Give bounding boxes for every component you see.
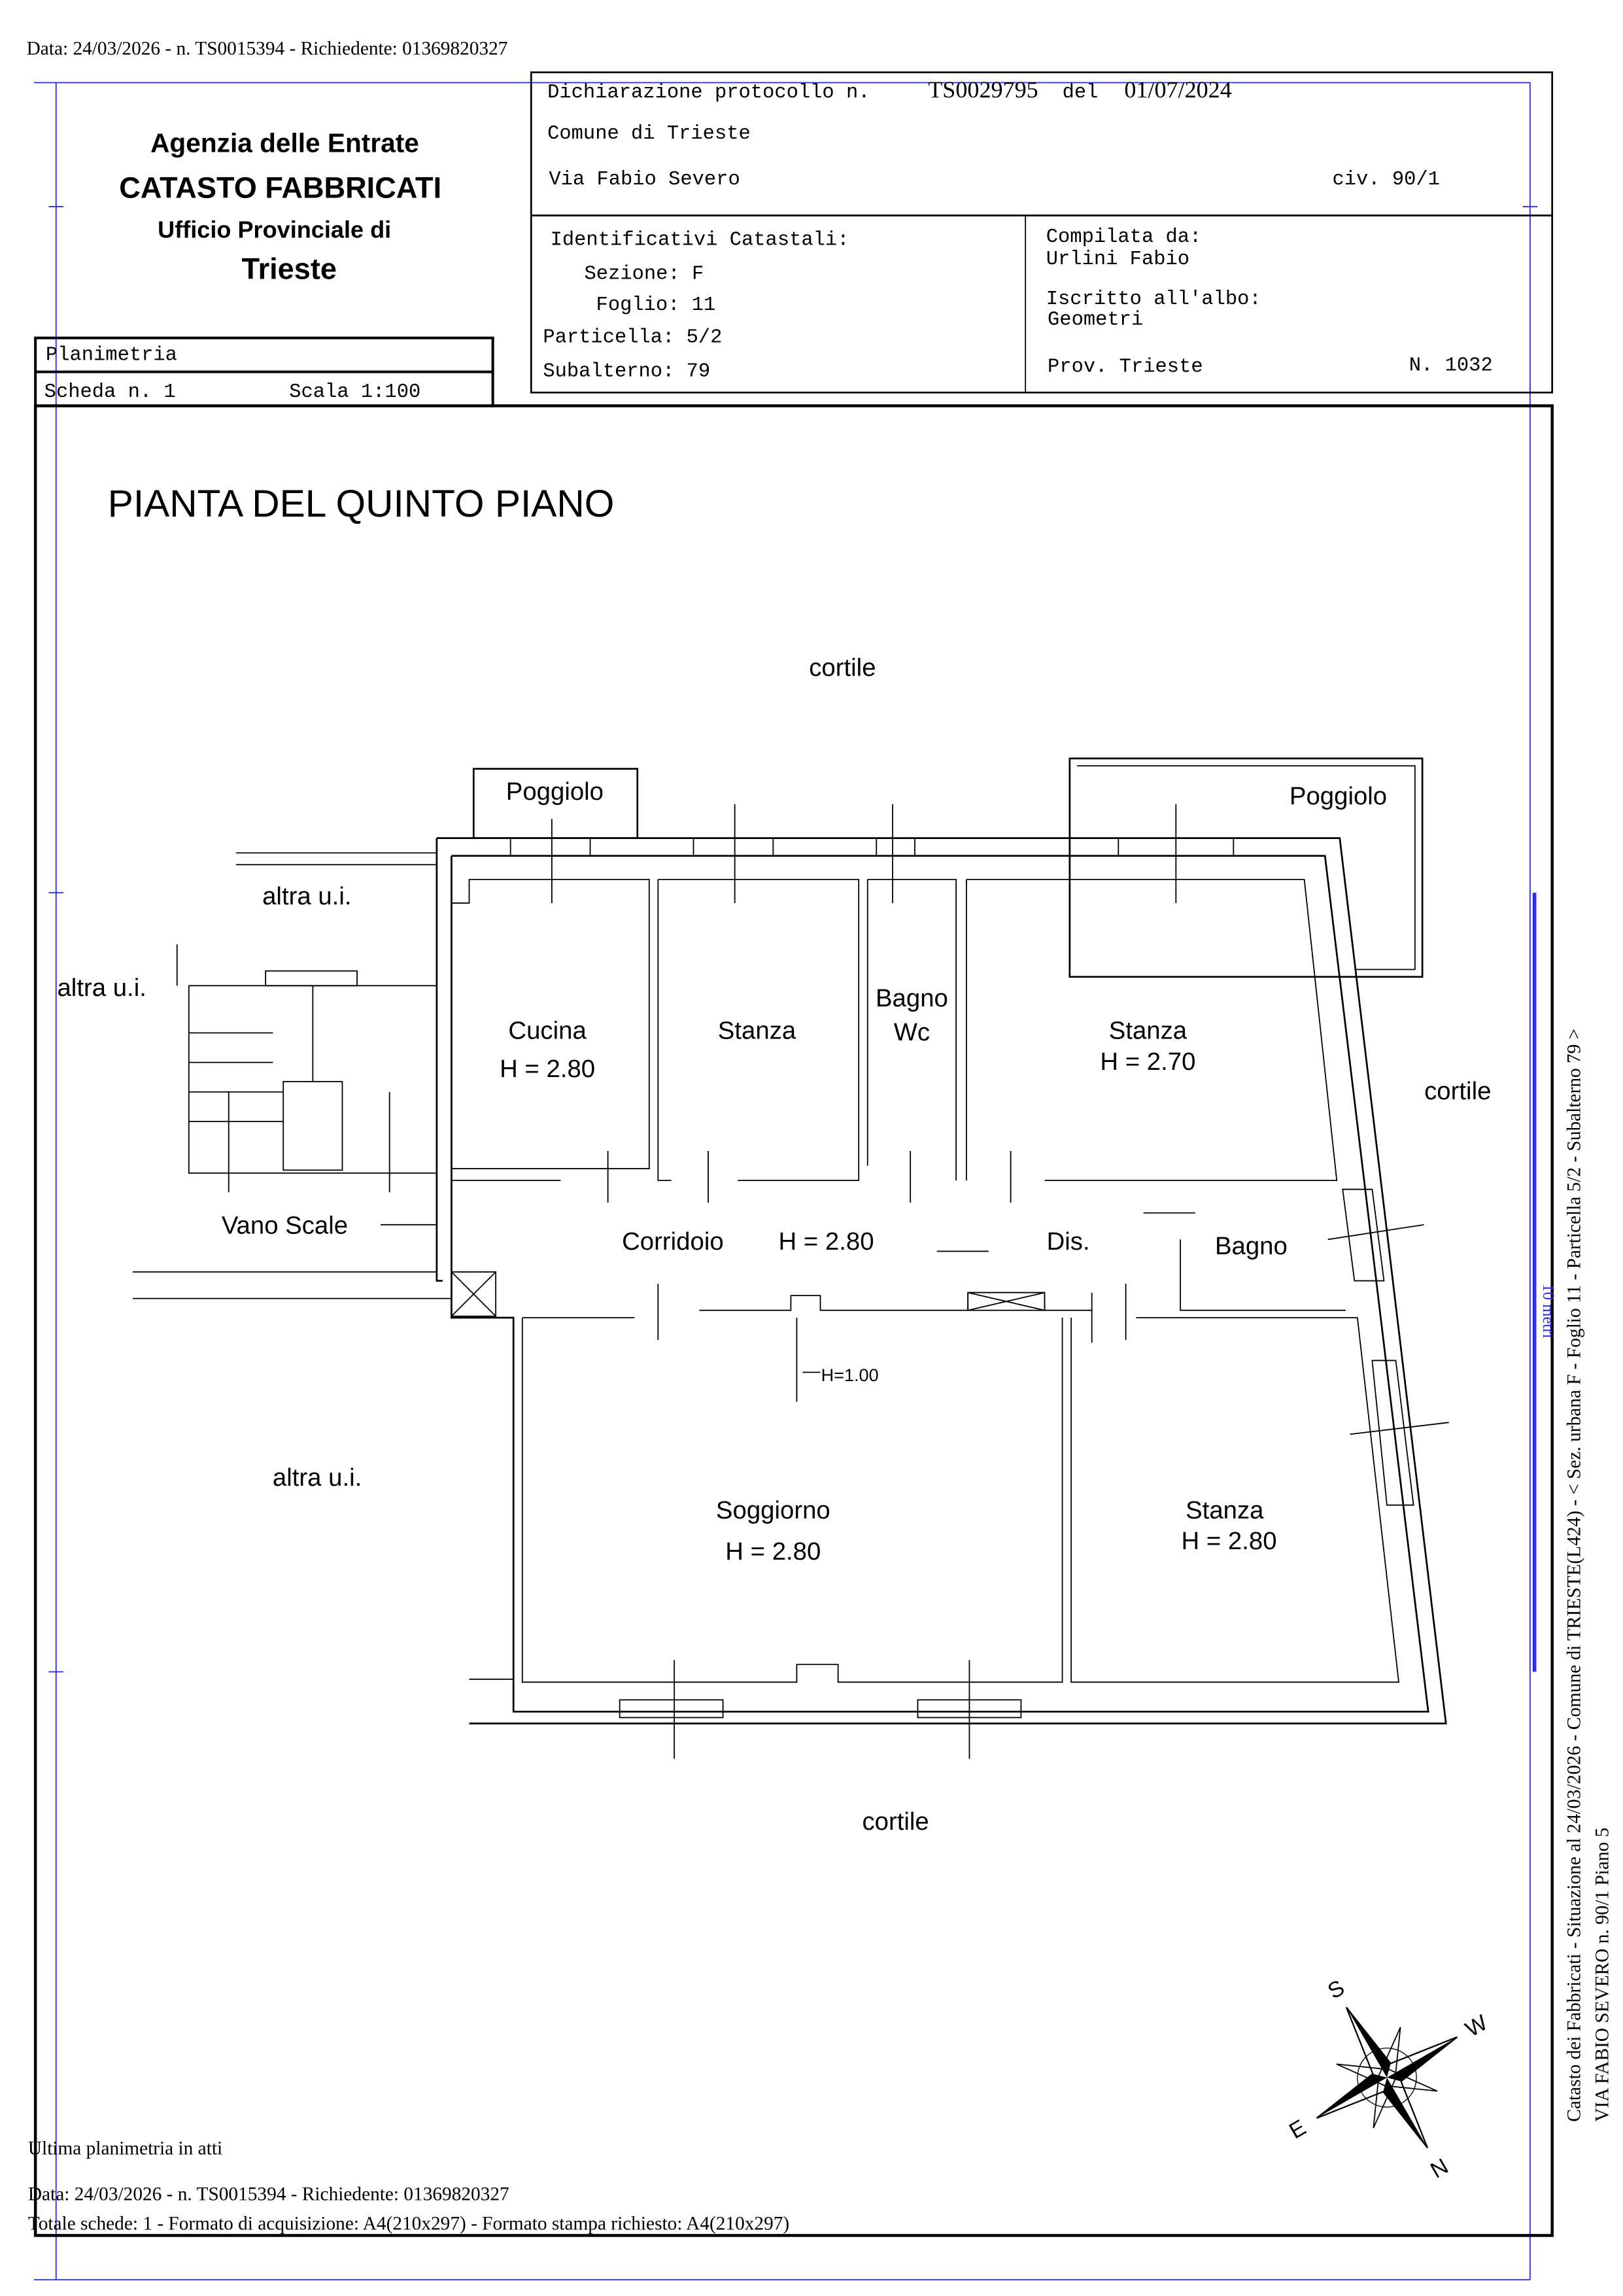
side-text-1: Catasto dei Fabbricati - Situazione al 2…	[1564, 1029, 1585, 2122]
planimetria-label: Planimetria	[46, 345, 177, 367]
floor-plan	[133, 757, 1449, 1759]
compass-w: W	[1461, 2010, 1492, 2042]
header-box: Dichiarazione protocollo n. TS0029795 de…	[530, 71, 1554, 394]
civico: civ. 90/1	[1332, 169, 1439, 191]
label-poggiolo-right: Poggiolo	[1290, 782, 1387, 810]
foglio: Foglio: 11	[596, 294, 716, 317]
ident-title: Identificativi Catastali:	[551, 230, 849, 252]
label-cortile-bottom: cortile	[862, 1808, 929, 1836]
top-stamp: Data: 24/03/2026 - n. TS0015394 - Richie…	[27, 39, 508, 60]
label-soggiorno-h: H = 2.80	[725, 1537, 821, 1566]
del-label: del	[1063, 82, 1099, 104]
label-cortile-top: cortile	[809, 653, 876, 681]
compilata-label: Compilata da:	[1046, 226, 1202, 248]
dichiarazione-label: Dichiarazione protocollo n.	[547, 82, 870, 104]
blue-frame	[33, 82, 1538, 2281]
comune: Comune di Trieste	[547, 123, 751, 145]
compass-n: N	[1426, 2153, 1452, 2183]
label-cortile-right: cortile	[1424, 1077, 1491, 1105]
sezione: Sezione: F	[585, 264, 704, 286]
numero: N. 1032	[1409, 354, 1493, 377]
via: Via Fabio Severo	[549, 169, 740, 191]
label-bagno-wc: Bagno	[876, 984, 948, 1012]
compass-s: S	[1324, 1975, 1349, 2004]
compass-rose-icon: S W E N	[1285, 1975, 1492, 2183]
footer-totale: Totale schede: 1 - Formato di acquisizio…	[28, 2213, 789, 2234]
label-stanza-3: Stanza	[1186, 1496, 1264, 1524]
ultima-planimetria: Ultima planimetria in atti	[28, 2138, 222, 2159]
label-stanza-2: Stanza	[1109, 1017, 1187, 1045]
protocollo-number: TS0029795	[928, 77, 1038, 103]
label-stanza-1: Stanza	[718, 1017, 796, 1045]
side-text-2: VIA FABIO SEVERO n. 90/1 Piano 5	[1592, 1828, 1613, 2122]
label-cucina-h: H = 2.80	[500, 1055, 595, 1083]
plan-title: PIANTA DEL QUINTO PIANO	[108, 483, 615, 525]
protocollo-date: 01/07/2024	[1124, 77, 1231, 103]
particella: Particella: 5/2	[543, 327, 722, 349]
label-bagno: Bagno	[1215, 1232, 1288, 1260]
agency-block: Agenzia delle Entrate CATASTO FABBRICATI…	[119, 128, 441, 285]
label-soggiorno: Soggiorno	[716, 1496, 830, 1524]
agency-name: Agenzia delle Entrate	[150, 128, 419, 158]
scheda-box: Planimetria Scheda n. 1 Scala 1:100	[34, 336, 494, 407]
albo: Geometri	[1048, 309, 1143, 331]
ufficio: Ufficio Provinciale di	[158, 216, 391, 243]
label-dis: Dis.	[1047, 1227, 1090, 1256]
compilata-name: Urlini Fabio	[1046, 248, 1189, 271]
scala: Scala 1:100	[289, 381, 420, 403]
label-altra-ui-1: altra u.i.	[262, 882, 351, 910]
subalterno: Subalterno: 79	[543, 360, 710, 383]
label-poggiolo-left: Poggiolo	[506, 778, 604, 806]
label-stanza-3-h: H = 2.80	[1182, 1527, 1277, 1555]
albo-label: Iscritto all'albo:	[1046, 288, 1261, 311]
scale-bar-label: 10 metri	[1539, 1284, 1557, 1338]
label-altra-ui-2: altra u.i.	[57, 974, 146, 1002]
drawing-frame	[33, 404, 1554, 2237]
prov: Prov. Trieste	[1048, 356, 1203, 379]
compass-e: E	[1285, 2115, 1310, 2144]
label-corridoio: Corridoio	[622, 1227, 724, 1256]
scheda-number: Scheda n. 1	[44, 381, 176, 403]
label-wc: Wc	[894, 1018, 930, 1046]
label-altra-ui-3: altra u.i.	[273, 1464, 362, 1492]
label-corridoio-h: H = 2.80	[779, 1227, 874, 1256]
footer-stamp: Data: 24/03/2026 - n. TS0015394 - Richie…	[28, 2184, 509, 2204]
staircase	[133, 852, 452, 1299]
ufficio-city: Trieste	[242, 252, 337, 286]
label-h100: H=1.00	[821, 1365, 879, 1385]
label-cucina: Cucina	[508, 1017, 587, 1045]
label-vano-scale: Vano Scale	[222, 1211, 348, 1239]
catasto-title: CATASTO FABBRICATI	[119, 171, 441, 204]
label-stanza-2-h: H = 2.70	[1100, 1048, 1195, 1076]
